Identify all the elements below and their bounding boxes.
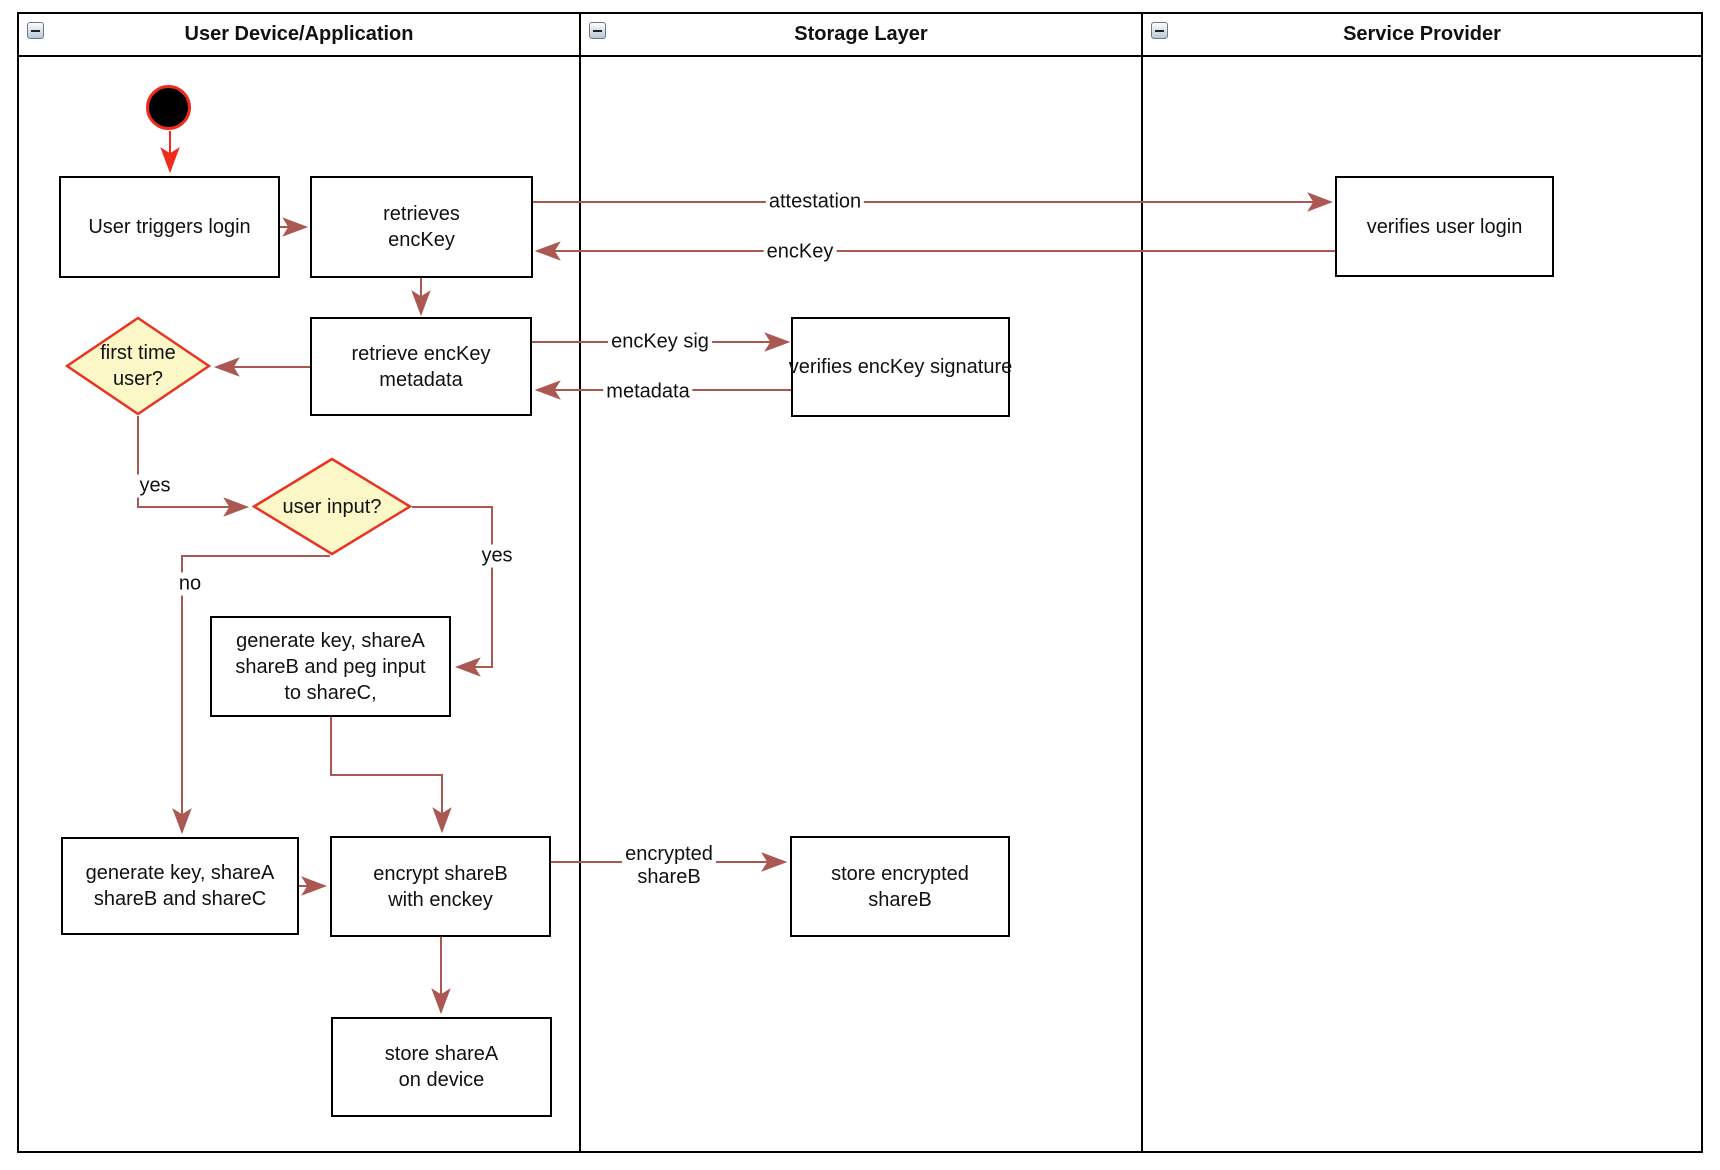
- collapse-icon[interactable]: [27, 22, 44, 39]
- node-first-time-user-label: first time user?: [100, 342, 176, 390]
- node-generate-key-peg-input[interactable]: generate key, shareA shareB and peg inpu…: [210, 616, 451, 717]
- node-store-encrypted-shareb[interactable]: store encrypted shareB: [790, 836, 1010, 937]
- start-node[interactable]: [146, 85, 191, 130]
- node-retrieve-enckey-metadata-label: retrieve encKey metadata: [351, 342, 491, 391]
- edge-label-no-user-input: no: [175, 572, 205, 596]
- node-user-input-label: user input?: [282, 495, 382, 518]
- edge-label-enckey-sig: encKey sig: [608, 330, 712, 354]
- collapse-icon[interactable]: [589, 22, 606, 39]
- node-user-triggers-login-label: User triggers login: [88, 216, 251, 238]
- node-generate-key-sharec-label: generate key, shareA shareB and shareC: [85, 862, 275, 910]
- node-retrieves-enckey-label: retrieves encKey: [383, 203, 460, 251]
- collapse-icon[interactable]: [1151, 22, 1168, 39]
- lane-divider: [1141, 12, 1143, 1153]
- edge-label-encrypted-shareb: encrypted shareB: [622, 843, 716, 889]
- node-verifies-enckey-signature[interactable]: verifies encKey signature: [788, 317, 1013, 417]
- node-generate-key-sharec[interactable]: generate key, shareA shareB and shareC: [61, 837, 299, 935]
- diamond-shape: [65, 316, 211, 416]
- node-retrieves-enckey[interactable]: retrieves encKey: [310, 176, 533, 278]
- lane-divider: [579, 12, 581, 1153]
- minus-icon: [1155, 30, 1164, 32]
- edge-label-yes-first-time: yes: [136, 474, 174, 498]
- node-encrypt-shareb[interactable]: encrypt shareB with enckey: [330, 836, 551, 937]
- arrow-peg-to-encrypt: [330, 717, 452, 834]
- lane-title-user-device: User Device/Application: [184, 23, 414, 45]
- diamond-shape: [252, 457, 412, 556]
- node-store-sharea-on-device-label: store shareA on device: [384, 1043, 499, 1091]
- node-verifies-user-login-label: verifies user login: [1366, 215, 1523, 238]
- lane-title-service-provider: Service Provider: [1343, 23, 1501, 45]
- minus-icon: [31, 30, 40, 32]
- node-verifies-user-login[interactable]: verifies user login: [1335, 176, 1554, 277]
- lane-title-storage-layer: Storage Layer: [794, 23, 928, 45]
- arrow-no-to-generate-sharec: [172, 555, 330, 835]
- node-user-triggers-login[interactable]: User triggers login: [59, 176, 280, 278]
- node-encrypt-shareb-label: encrypt shareB with enckey: [373, 862, 508, 911]
- edge-label-enckey: encKey: [763, 240, 837, 264]
- arrow-yes-to-user-input: [137, 416, 250, 517]
- node-first-time-user[interactable]: first time user?: [65, 316, 211, 416]
- lane-header-separator: [17, 55, 1703, 57]
- arrow-yes-to-generate-peg: [412, 506, 493, 677]
- node-retrieve-enckey-metadata[interactable]: retrieve encKey metadata: [310, 317, 532, 416]
- edge-label-metadata: metadata: [603, 380, 693, 404]
- node-user-input[interactable]: user input?: [252, 457, 412, 556]
- node-verifies-enckey-signature-label: verifies encKey signature: [788, 356, 1013, 378]
- edge-label-yes-user-input: yes: [478, 544, 516, 568]
- node-store-encrypted-shareb-label: store encrypted shareB: [831, 862, 969, 911]
- node-store-sharea-on-device[interactable]: store shareA on device: [331, 1017, 552, 1117]
- edge-label-attestation: attestation: [765, 190, 865, 214]
- node-generate-key-peg-input-label: generate key, shareA shareB and peg inpu…: [235, 629, 426, 704]
- minus-icon: [593, 30, 602, 32]
